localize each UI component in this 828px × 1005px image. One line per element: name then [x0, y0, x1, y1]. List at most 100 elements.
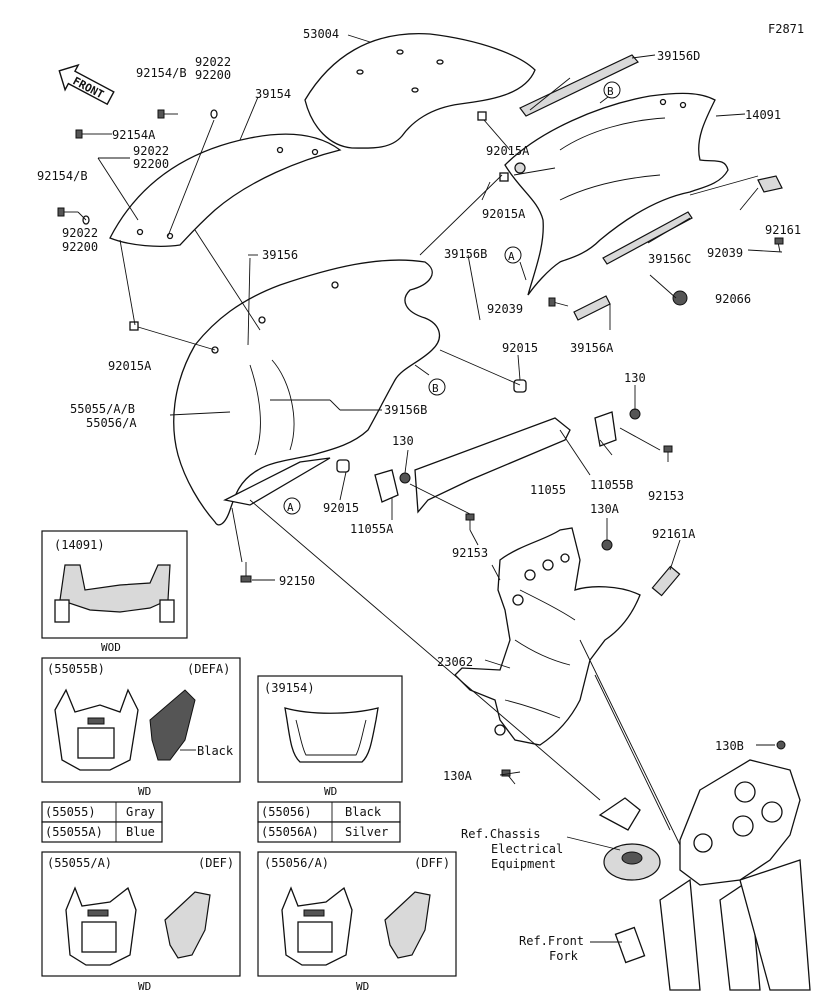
- svg-text:Equipment: Equipment: [491, 857, 556, 871]
- chassis-reference-bracket: [598, 797, 641, 831]
- label-14091: 14091: [745, 108, 781, 122]
- svg-text:Black: Black: [345, 805, 382, 819]
- leader-lines: [77, 34, 783, 943]
- nut-130-a: [629, 408, 641, 420]
- bolt-92150: [240, 562, 252, 583]
- label-39156C: 39156C: [648, 252, 691, 266]
- bolt-92039-b: [774, 237, 784, 253]
- svg-text:(14091): (14091): [54, 538, 105, 552]
- svg-text:(DFF): (DFF): [414, 856, 450, 870]
- svg-text:(DEFA): (DEFA): [187, 662, 230, 676]
- label-130-a: 130: [624, 371, 646, 385]
- label-92022-c: 92022: [62, 226, 98, 240]
- stay-11055B: [594, 411, 617, 447]
- svg-text:Fork: Fork: [549, 949, 579, 963]
- strip-39156C: [602, 211, 693, 265]
- label-92154A: 92154A: [112, 128, 156, 142]
- bolt-92039-a: [548, 297, 569, 307]
- bolt-92154B-b: [57, 207, 78, 217]
- label-130A-b: 130A: [443, 769, 473, 783]
- svg-text:WD: WD: [138, 980, 151, 993]
- svg-text:Silver: Silver: [345, 825, 388, 839]
- label-39156D: 39156D: [657, 49, 700, 63]
- label-92039-b: 92039: [487, 302, 523, 316]
- inner-panel-14091: [504, 92, 729, 296]
- svg-text:Blue: Blue: [126, 825, 155, 839]
- bolt-92153-b: [465, 513, 475, 530]
- svg-text:WD: WD: [356, 980, 369, 993]
- svg-text:B: B: [432, 382, 439, 395]
- label-11055A: 11055A: [350, 522, 394, 536]
- svg-text:(55056/A): (55056/A): [264, 856, 329, 870]
- svg-text:(DEF): (DEF): [198, 856, 234, 870]
- label-39156B-a: 39156B: [444, 247, 487, 261]
- label-92154B-b: 92154/B: [37, 169, 88, 183]
- front-arrow-icon: FRONT: [58, 63, 115, 106]
- callout-A-lower: A: [283, 497, 301, 515]
- svg-text:A: A: [508, 250, 515, 263]
- part-labels: 53004 39156D 92154/B 92022 92200 39154 1…: [37, 27, 801, 783]
- label-130A-a: 130A: [590, 502, 620, 516]
- callout-A-upper: A: [504, 246, 522, 264]
- label-92022-b: 92022: [133, 144, 169, 158]
- color-table-55055: (55055) Gray (55055A) Blue: [41, 801, 163, 843]
- nut-130B: [776, 740, 786, 750]
- label-92200-b: 92200: [133, 157, 169, 171]
- svg-text:(39154): (39154): [264, 681, 315, 695]
- cap-92066: [672, 290, 688, 306]
- label-92200-c: 92200: [62, 240, 98, 254]
- inset-14091: (14091) WOD: [41, 530, 188, 654]
- svg-text:(55056A): (55056A): [261, 825, 319, 839]
- figure-code: F2871: [768, 22, 804, 36]
- grommet-92015-a: [336, 459, 350, 473]
- svg-text:(55055B): (55055B): [47, 662, 105, 676]
- bolt-92154B-a: [157, 109, 178, 119]
- label-92161: 92161: [765, 223, 801, 237]
- svg-text:WOD: WOD: [101, 641, 121, 654]
- label-39156: 39156: [262, 248, 298, 262]
- label-92200-a: 92200: [195, 68, 231, 82]
- bolt-92154A: [75, 129, 96, 139]
- ref-fork-label: Ref.Front Fork: [519, 934, 584, 963]
- label-55055AB: 55055/A/B: [70, 402, 135, 416]
- label-11055B: 11055B: [590, 478, 633, 492]
- label-55056A: 55056/A: [86, 416, 137, 430]
- nut-130-b: [399, 472, 411, 484]
- stay-11055A: [374, 469, 399, 503]
- label-92039-a: 92039: [707, 246, 743, 260]
- label-39156B-b: 39156B: [384, 403, 427, 417]
- svg-text:Ref.Front: Ref.Front: [519, 934, 584, 948]
- label-130-b: 130: [392, 434, 414, 448]
- label-92022-a: 92022: [195, 55, 231, 69]
- label-23062: 23062: [437, 655, 473, 669]
- windscreen-53004: [304, 32, 536, 149]
- callout-B-lower: B: [428, 378, 446, 396]
- svg-text:WD: WD: [138, 785, 151, 798]
- inset-55055A: (55055/A) (DEF) WD: [41, 851, 241, 993]
- svg-text:Black: Black: [197, 744, 234, 758]
- label-92015A-a: 92015A: [486, 144, 530, 158]
- inset-39154: (39154) WD: [257, 675, 403, 798]
- grommet-92015-b: [513, 379, 527, 393]
- svg-text:Ref.Chassis: Ref.Chassis: [461, 827, 540, 841]
- label-92015-b: 92015: [323, 501, 359, 515]
- svg-text:(55055A): (55055A): [45, 825, 103, 839]
- label-53004: 53004: [303, 27, 339, 41]
- label-92154B-a: 92154/B: [136, 66, 187, 80]
- svg-text:B: B: [607, 85, 614, 98]
- label-92015-a: 92015: [502, 341, 538, 355]
- frame-23062: [454, 527, 641, 746]
- stay-11055: [414, 417, 571, 514]
- label-92153-b: 92153: [452, 546, 488, 560]
- strip-39156A: [573, 295, 611, 321]
- ref-chassis-label: Ref.Chassis Electrical Equipment: [461, 827, 563, 871]
- label-39154: 39154: [255, 87, 291, 101]
- label-11055: 11055: [530, 483, 566, 497]
- svg-text:A: A: [287, 501, 294, 514]
- upper-cowl-55055: [173, 259, 441, 526]
- label-92015A-b: 92015A: [482, 207, 526, 221]
- bolt-92153-a: [663, 445, 673, 462]
- svg-text:Electrical: Electrical: [491, 842, 563, 856]
- color-table-55056: (55056) Black (55056A) Silver: [257, 801, 401, 843]
